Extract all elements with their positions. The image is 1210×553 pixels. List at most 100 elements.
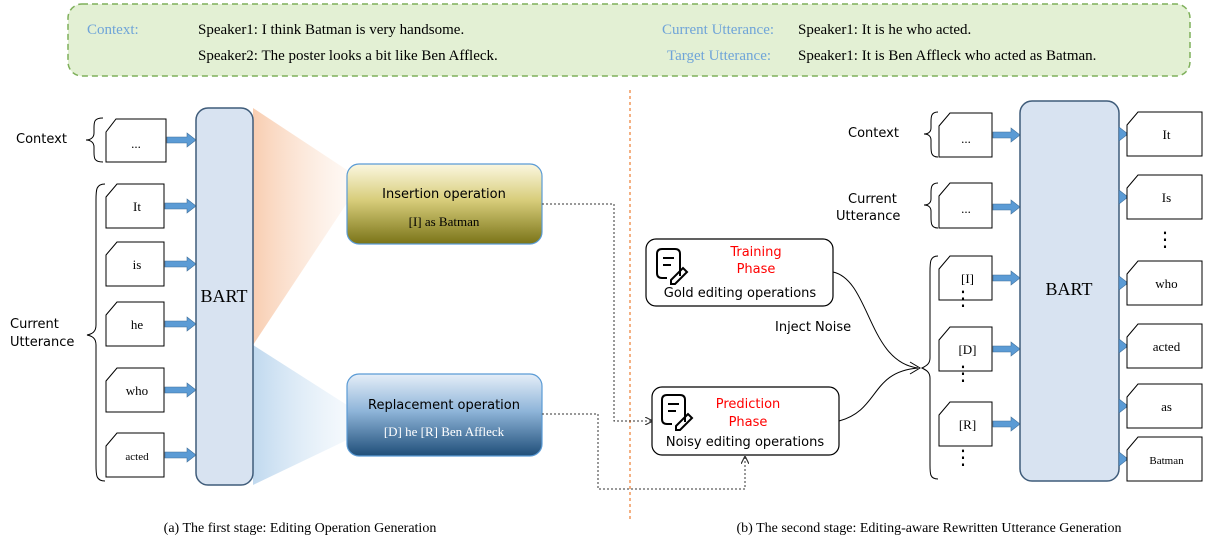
- replacement-detail: [D] he [R] Ben Affleck: [384, 424, 505, 439]
- stage2-output-batman-text: Batman: [1149, 455, 1184, 467]
- ops-merge-arrowhead: [909, 361, 921, 375]
- stage1-bart-label: BART: [201, 286, 248, 306]
- header-target-text: Speaker1: It is Ben Affleck who acted as…: [798, 48, 1096, 64]
- stage2-output-arrow-0: [1118, 126, 1129, 142]
- replacement-operation-box: Replacement operation [D] he [R] Ben Aff…: [346, 373, 543, 457]
- stage1-current-brace: [86, 183, 106, 482]
- header-context-label: Context:: [87, 22, 139, 38]
- header-current-text: Speaker1: It is he who acted.: [798, 22, 971, 38]
- stage1-token-who: who: [105, 367, 165, 413]
- stage1-token-acted: acted: [105, 432, 165, 478]
- stage2-op-ellipsis-0: ⋮: [953, 286, 973, 310]
- stage2-op-token-1-text: [D]: [958, 342, 976, 357]
- stage1-bart-block: [195, 107, 254, 486]
- svg-text:...: ...: [961, 201, 971, 216]
- stage2-output-batman: Batman: [1126, 436, 1203, 482]
- stage2-output-ellipsis: ⋮: [1155, 227, 1175, 251]
- stage1-token-he-text: he: [131, 317, 144, 332]
- header-box: [67, 3, 1191, 77]
- stage2-context-arrow: [992, 127, 1021, 143]
- stage2-current-label-1: Current: [848, 192, 897, 207]
- header-context-line-2: Speaker2: The poster looks a bit like Be…: [198, 48, 498, 64]
- stage2-op-token-0: [I]: [938, 255, 993, 301]
- stage2-output-arrow-1: [1118, 189, 1129, 205]
- stage1-token-it-text: It: [133, 199, 141, 214]
- svg-text:...: ...: [961, 131, 971, 146]
- header-context-line-1: Speaker1: I think Batman is very handsom…: [198, 22, 464, 38]
- document-edit-icon: [661, 394, 694, 431]
- stage1-arrow-4: [164, 447, 197, 463]
- header-current-label: Current Utterance:: [662, 22, 774, 38]
- training-phase-label-2: Phase: [737, 262, 776, 277]
- prediction-phase-text: Noisy editing operations: [666, 435, 824, 450]
- stage2-current-label-2: Utterance: [836, 209, 900, 224]
- example-header: Context: Speaker1: I think Batman is ver…: [67, 3, 1191, 77]
- stage2-output-arrow-3: [1118, 338, 1129, 354]
- stage1-token-is: is: [105, 241, 165, 287]
- stage1-token-who-text: who: [126, 383, 148, 398]
- stage2-output-who-text: who: [1155, 276, 1177, 291]
- replacement-fan: [253, 345, 347, 485]
- prediction-phase-label-1: Prediction: [716, 397, 781, 412]
- stage1-token-acted-text: acted: [125, 451, 149, 463]
- prediction-phase-box: Prediction Phase Noisy editing operation…: [651, 386, 840, 456]
- stage2-ops-brace: [920, 255, 939, 480]
- stage2-output-acted: acted: [1126, 323, 1203, 369]
- training-phase-label-1: Training: [729, 245, 781, 260]
- stage2-output-it: It: [1126, 111, 1203, 157]
- training-phase-text: Gold editing operations: [664, 286, 817, 301]
- insertion-operation-box: Insertion operation [I] as Batman: [346, 163, 543, 245]
- insertion-to-prediction-connector: [542, 203, 652, 421]
- stage1-token-he: he: [105, 301, 165, 347]
- stage1-current-label-1: Current: [10, 317, 59, 332]
- stage2-op-ellipsis-2: ⋮: [953, 445, 973, 469]
- stage2-current-brace: [923, 182, 939, 229]
- stage2-context-brace: [923, 111, 939, 158]
- stage2-bart-block: [1019, 100, 1120, 482]
- insertion-fan: [253, 108, 347, 345]
- stage1-arrow-0: [164, 198, 197, 214]
- stage1-caption: (a) The first stage: Editing Operation G…: [164, 521, 437, 536]
- stage2-output-as: as: [1126, 383, 1203, 429]
- stage1-arrow-1: [164, 256, 197, 272]
- stage1-context-arrow: [166, 132, 197, 148]
- stage2-output-arrow-2: [1118, 275, 1129, 291]
- stage2-output-it-text: It: [1163, 127, 1171, 142]
- inject-noise-label: Inject Noise: [775, 320, 851, 335]
- stage1-context-label: Context: [16, 132, 67, 147]
- stage2-context-label: Context: [848, 126, 899, 141]
- prediction-phase-label-2: Phase: [729, 415, 768, 430]
- stage2-output-is: Is: [1126, 174, 1203, 220]
- training-to-ops-curve: [832, 271, 919, 369]
- insertion-title: Insertion operation: [382, 187, 506, 202]
- stage2-op-arrow-2: [992, 416, 1021, 432]
- stage2-output-who: who: [1126, 260, 1203, 306]
- stage1-context-brace: [85, 117, 104, 163]
- stage2-current-token: ...: [938, 182, 993, 229]
- prediction-to-ops-curve: [838, 367, 919, 422]
- stage2-caption: (b) The second stage: Editing-aware Rewr…: [737, 521, 1122, 536]
- stage2-output-arrow-5: [1118, 451, 1129, 467]
- training-phase-box: Training Phase Gold editing operations: [645, 238, 834, 307]
- stage2-op-token-0-text: [I]: [961, 271, 974, 286]
- stage2-op-arrow-1: [992, 341, 1021, 357]
- stage1-arrow-2: [164, 316, 197, 332]
- stage-1: Context Current Utterance ... Itishewhoa…: [10, 107, 543, 536]
- stage2-op-token-2: [R]: [938, 401, 993, 447]
- stage1-context-token: ...: [105, 118, 167, 163]
- stage-2: Training Phase Gold editing operations P…: [645, 100, 1203, 536]
- stage2-bart-label: BART: [1046, 279, 1093, 299]
- replacement-title: Replacement operation: [368, 398, 520, 413]
- stage2-op-token-1: [D]: [938, 326, 993, 372]
- stage2-output-acted-text: acted: [1153, 339, 1181, 354]
- replacement-to-prediction-connector: [542, 413, 745, 490]
- stage2-op-token-2-text: [R]: [959, 417, 976, 432]
- insertion-detail: [I] as Batman: [409, 214, 480, 229]
- stage2-op-arrow-0: [992, 270, 1021, 286]
- stage1-token-is-text: is: [133, 257, 142, 272]
- stage2-output-is-text: Is: [1162, 190, 1171, 205]
- stage2-output-arrow-4: [1118, 398, 1129, 414]
- stage1-token-it: It: [105, 183, 165, 229]
- stage1-arrow-3: [164, 382, 197, 398]
